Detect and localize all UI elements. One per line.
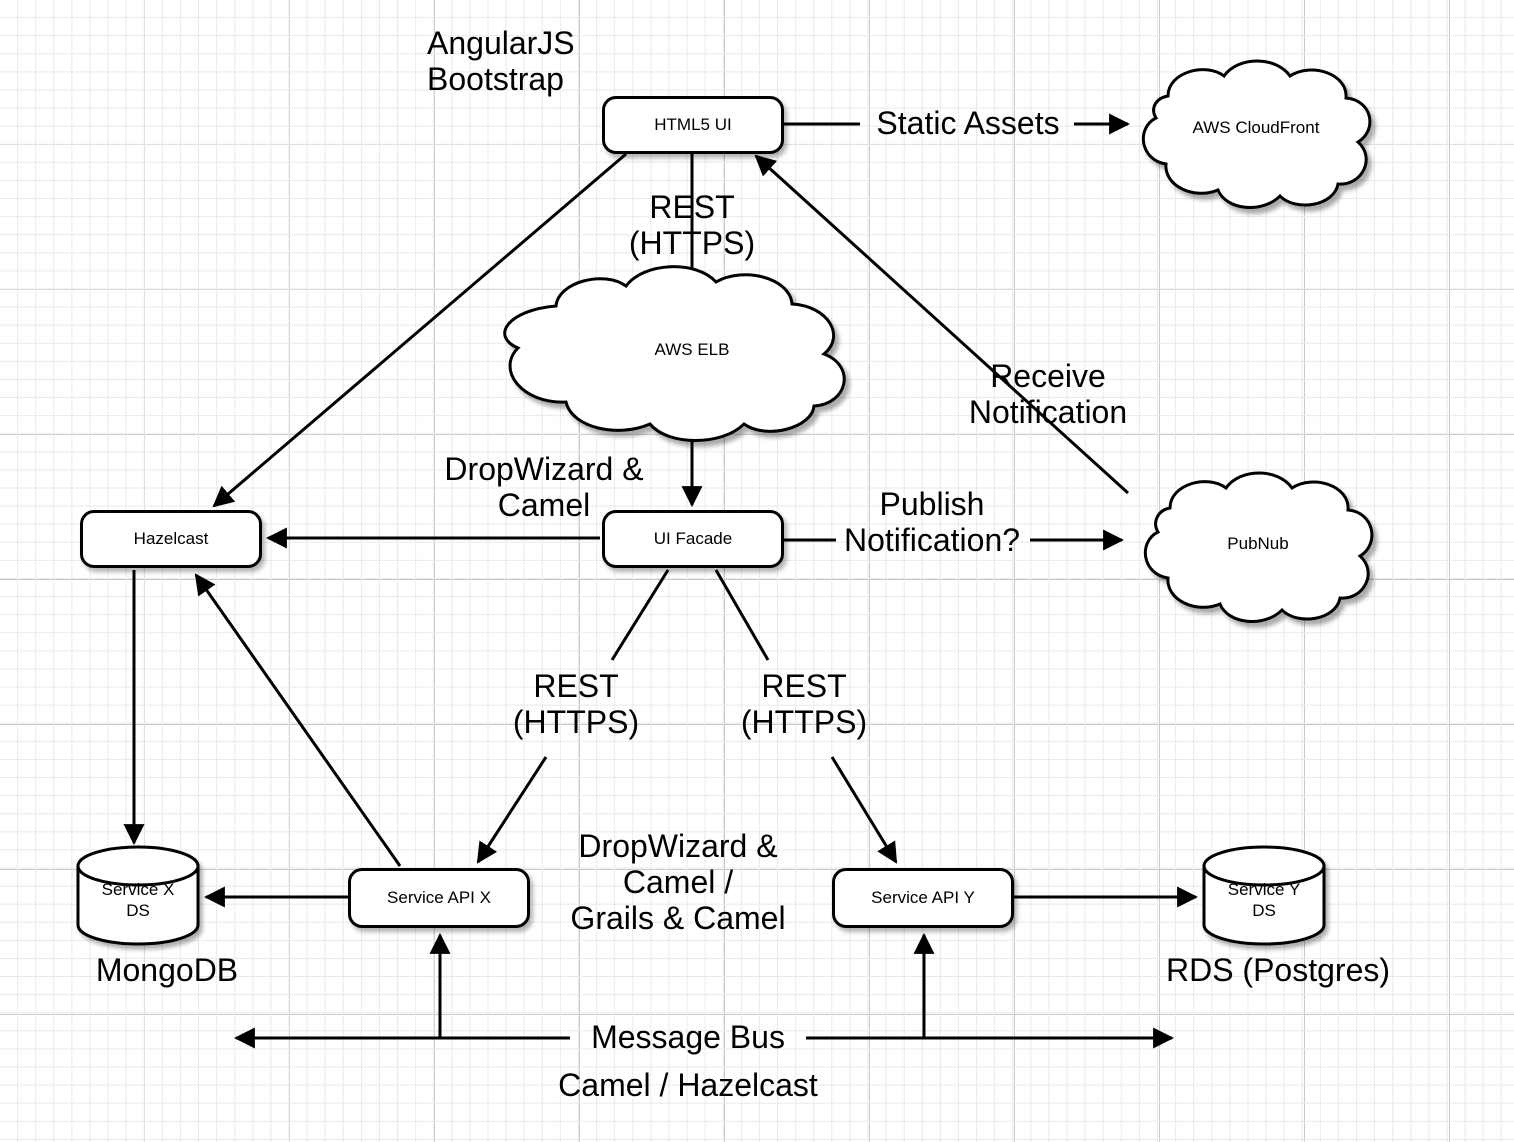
edge-uifacade-to-serviceapiy-lower [830,756,898,864]
node-service-y-ds-label: Service Y DS [1227,880,1301,921]
node-service-api-x[interactable]: Service API X [348,868,530,928]
annotation-angularjs-bootstrap: AngularJS Bootstrap [427,25,575,97]
node-hazelcast[interactable]: Hazelcast [80,510,262,568]
edge-serviceapix-to-hazelcast [194,573,402,867]
node-service-api-y[interactable]: Service API Y [832,868,1014,928]
node-service-api-x-label: Service API X [387,887,491,907]
edge-uifacade-to-serviceapiy-upper [714,569,770,661]
annotation-camel-hazelcast: Camel / Hazelcast [558,1067,818,1103]
node-pubnub-label: PubNub [1227,534,1289,553]
annotation-rest-https-right: REST (HTTPS) [740,668,868,740]
annotation-receive-notification: Receive Notification [968,358,1128,430]
node-hazelcast-label: Hazelcast [133,528,209,548]
annotation-publish-notification: Publish Notification? [843,486,1021,558]
edge-uifacade-to-serviceapix-upper [610,569,670,661]
annotation-rest-https-left: REST (HTTPS) [512,668,640,740]
node-service-api-y-label: Service API Y [871,887,975,907]
node-aws-elb-label: AWS ELB [654,340,730,359]
node-ui-facade[interactable]: UI Facade [602,510,784,568]
node-html5-ui[interactable]: HTML5 UI [602,96,784,154]
node-service-x-ds-label: Service X DS [101,880,175,921]
node-ui-facade-label: UI Facade [653,528,733,548]
node-html5-ui-label: HTML5 UI [654,114,732,134]
edge-uifacade-to-serviceapix-lower [476,756,548,864]
annotation-dropwizard-grails: DropWizard & Camel / Grails & Camel [570,828,786,936]
node-aws-cloudfront-label: AWS CloudFront [1192,118,1320,137]
annotation-rds-postgres: RDS (Postgres) [1165,952,1391,988]
annotation-dropwizard-camel: DropWizard & Camel [444,451,644,523]
annotation-static-assets: Static Assets [876,105,1060,141]
annotation-rest-https-top: REST (HTTPS) [628,189,756,261]
edge-pubnub-to-html5ui [754,154,1130,495]
annotation-message-bus: Message Bus [591,1019,785,1055]
annotation-mongodb: MongoDB [95,952,239,988]
